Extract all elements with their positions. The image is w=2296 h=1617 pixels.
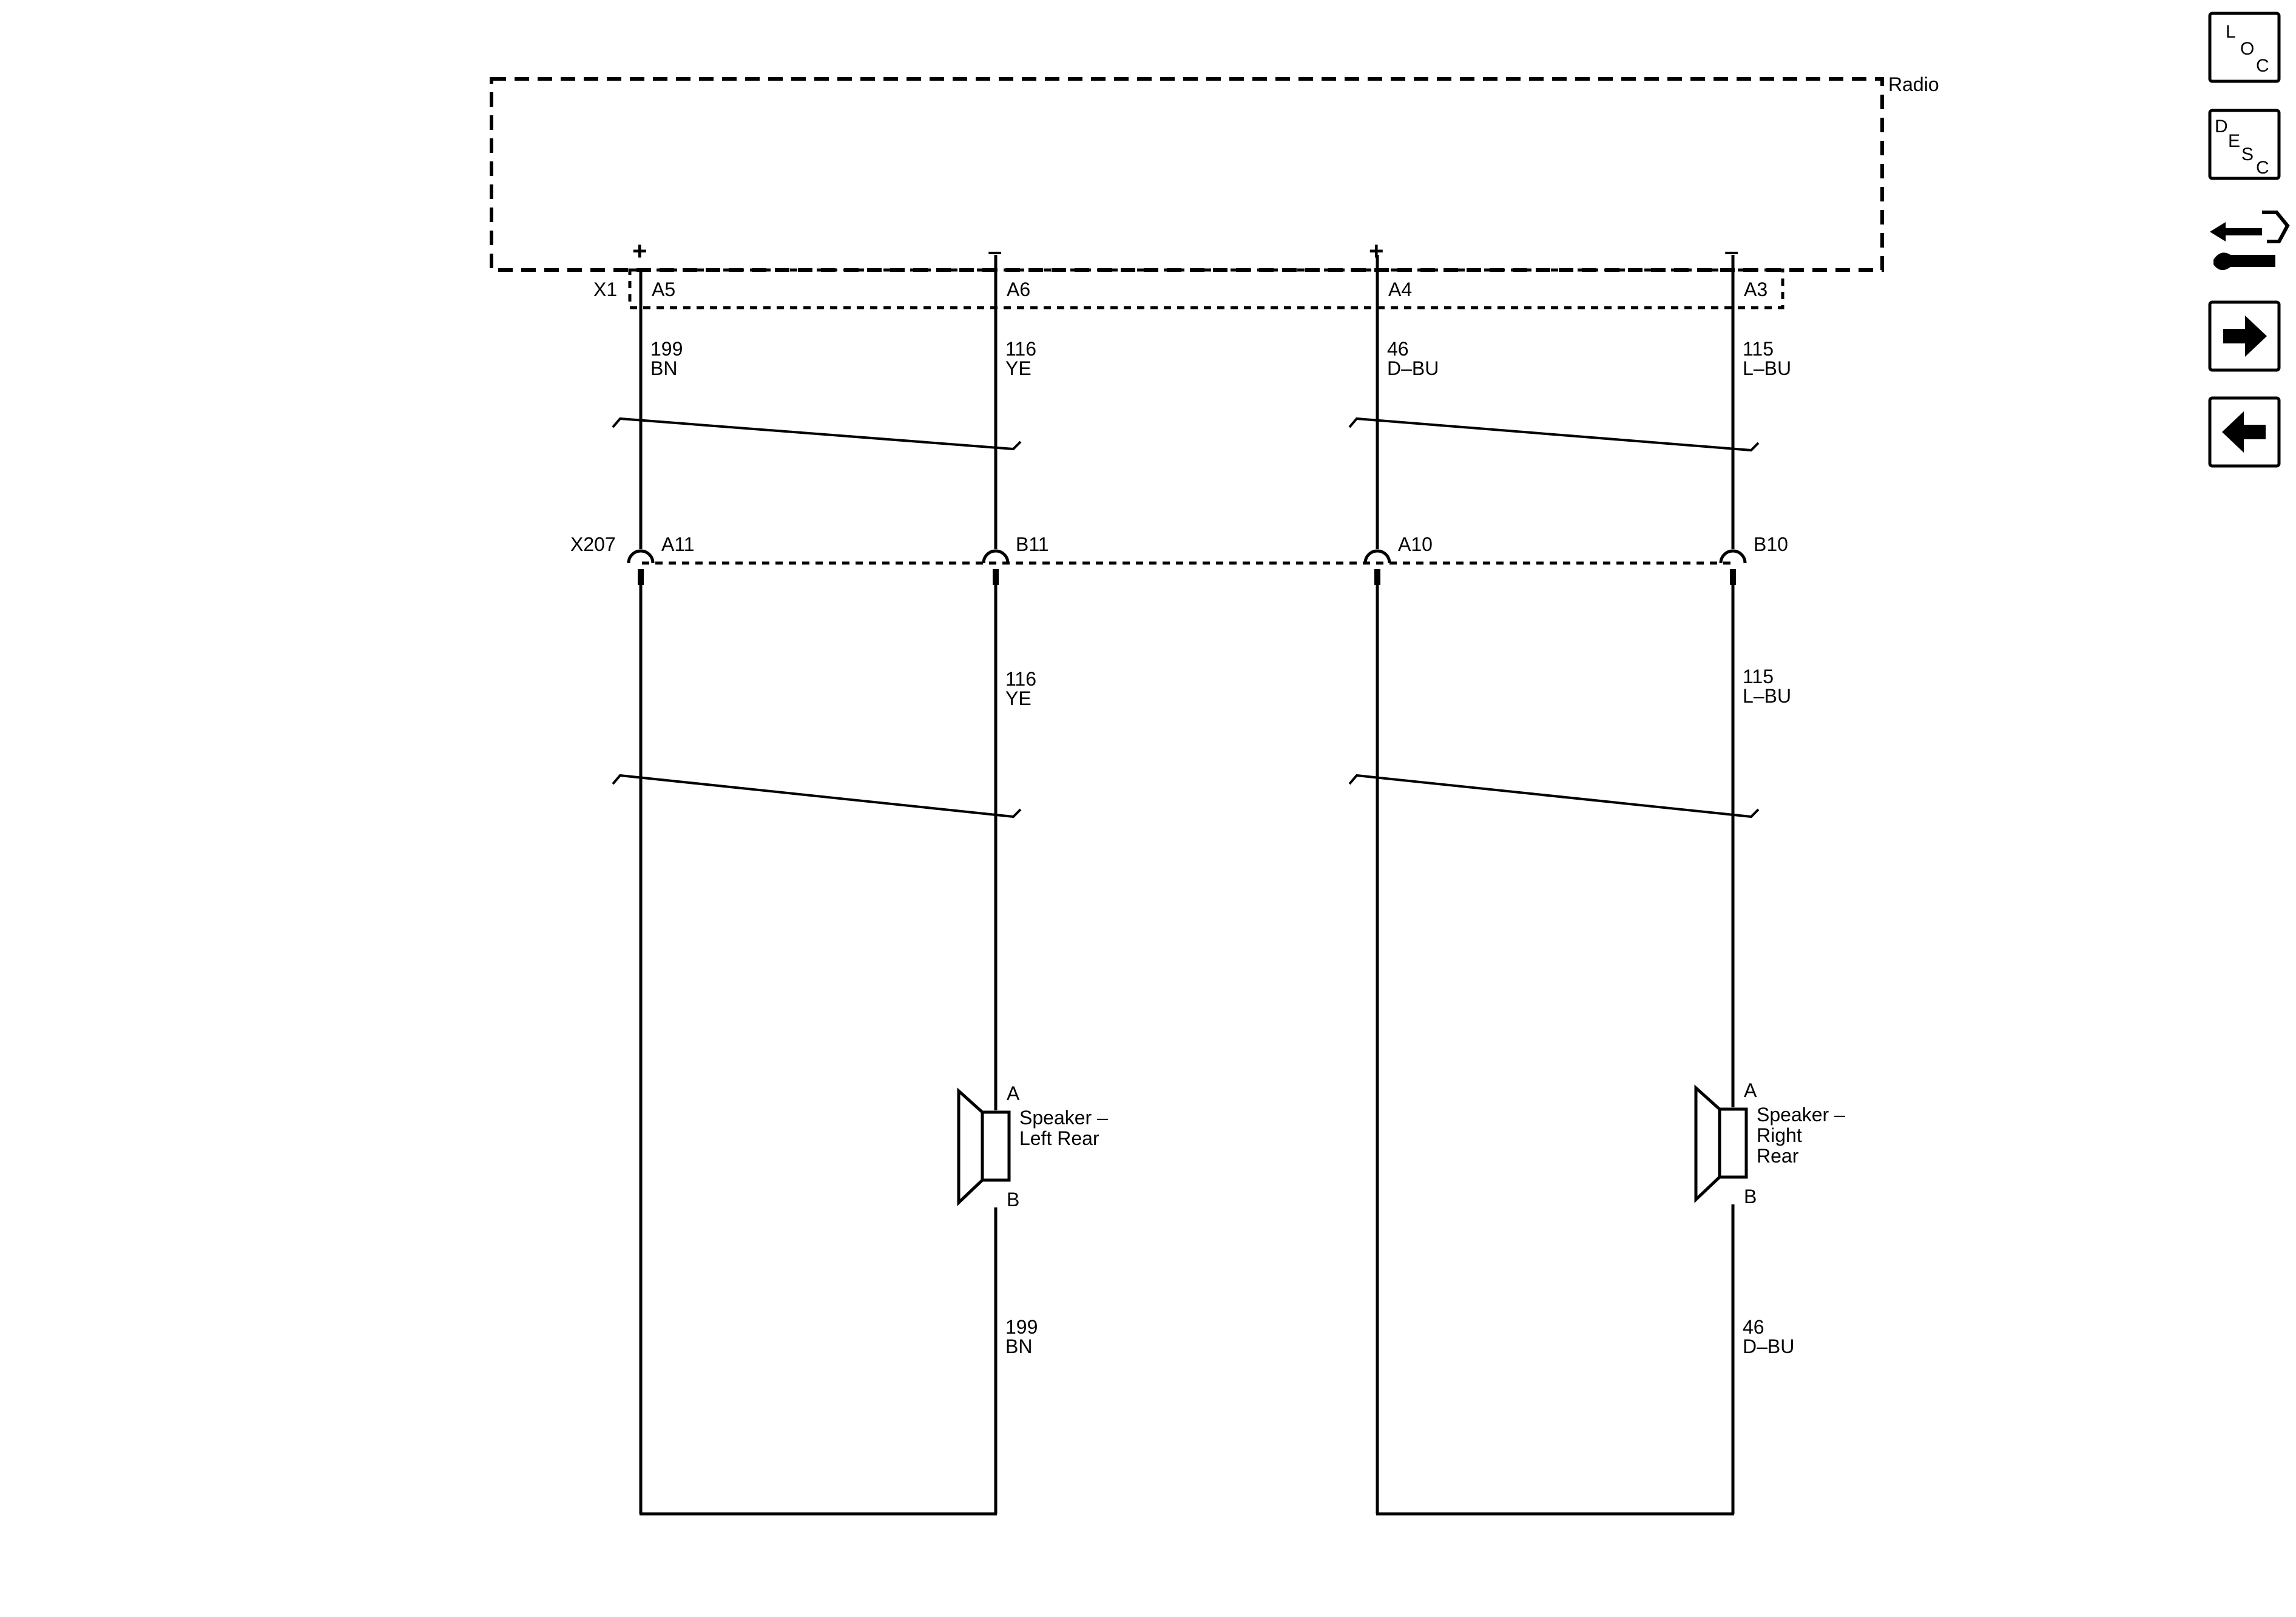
speaker-right-name-line1: Speaker – bbox=[1757, 1104, 1845, 1126]
left-minus-wire bbox=[982, 255, 1010, 1514]
color-bn-lower-label: BN bbox=[1005, 1335, 1032, 1357]
speaker-left-name-line1: Speaker – bbox=[1019, 1107, 1108, 1129]
radio-module-box bbox=[490, 77, 1884, 272]
right-minus-polarity: – bbox=[1724, 237, 1738, 265]
color-ye-label: YE bbox=[1005, 357, 1032, 379]
loc-letter-o: O bbox=[2240, 39, 2254, 59]
pin-a4-label: A4 bbox=[1388, 279, 1412, 300]
right-plus-wire bbox=[1363, 255, 1391, 1514]
next-button[interactable] bbox=[2208, 300, 2281, 372]
circuit-115-label: 115 bbox=[1743, 338, 1774, 360]
color-lbu-mid-label: L–BU bbox=[1743, 685, 1791, 707]
color-dbu-label: D–BU bbox=[1387, 357, 1439, 379]
right-plus-polarity: + bbox=[1369, 237, 1384, 265]
x207-connector-label: X207 bbox=[570, 533, 616, 555]
pin-a10-label: A10 bbox=[1398, 533, 1433, 555]
speaker-left-pin-b: B bbox=[1007, 1189, 1019, 1210]
connector-tool-button[interactable] bbox=[2210, 211, 2290, 271]
desc-letter-d: D bbox=[2215, 116, 2228, 137]
color-lbu-label: L–BU bbox=[1743, 357, 1791, 379]
speaker-right-pin-b: B bbox=[1744, 1186, 1757, 1207]
pin-a5-label: A5 bbox=[652, 279, 675, 300]
pin-b11-label: B11 bbox=[1016, 533, 1049, 555]
x1-connector-label: X1 bbox=[593, 279, 617, 300]
desc-letter-e: E bbox=[2228, 131, 2240, 151]
left-plus-polarity: + bbox=[632, 237, 647, 265]
circuit-115-mid-label: 115 bbox=[1743, 666, 1774, 687]
speaker-left-pin-a: A bbox=[1007, 1082, 1020, 1104]
loc-button[interactable]: L O C bbox=[2208, 12, 2281, 83]
connector-wrench-icon bbox=[2210, 211, 2290, 271]
radio-module-label: Radio bbox=[1888, 73, 1939, 95]
color-dbu-lower-label: D–BU bbox=[1743, 1335, 1794, 1357]
desc-letter-c: C bbox=[2256, 158, 2269, 178]
circuit-46-label: 46 bbox=[1387, 338, 1409, 360]
right-twist-upper bbox=[1348, 417, 1760, 452]
pin-b10-label: B10 bbox=[1754, 533, 1788, 555]
circuit-116-label: 116 bbox=[1005, 338, 1036, 360]
loc-letter-c: C bbox=[2256, 56, 2269, 76]
left-twist-upper bbox=[612, 417, 1022, 451]
loc-letter-l: L bbox=[2226, 22, 2236, 42]
left-minus-polarity: – bbox=[988, 237, 1002, 265]
circuit-199-label: 199 bbox=[650, 338, 683, 360]
right-twist-lower bbox=[1348, 774, 1760, 819]
speaker-left-name-line2: Left Rear bbox=[1019, 1127, 1099, 1149]
arrow-left-icon bbox=[2222, 411, 2266, 453]
circuit-46-lower-label: 46 bbox=[1743, 1316, 1764, 1338]
pin-a6-label: A6 bbox=[1007, 279, 1030, 300]
color-bn-label: BN bbox=[650, 357, 677, 379]
pin-a3-label: A3 bbox=[1744, 279, 1768, 300]
desc-letter-s: S bbox=[2241, 144, 2254, 164]
prev-button[interactable] bbox=[2208, 396, 2281, 468]
color-ye-mid-label: YE bbox=[1005, 687, 1032, 709]
desc-button[interactable]: D E S C bbox=[2208, 109, 2281, 180]
arrow-right-icon bbox=[2223, 316, 2267, 357]
circuit-116-mid-label: 116 bbox=[1005, 668, 1036, 690]
speaker-right-rear bbox=[1694, 1084, 1748, 1203]
left-plus-wire bbox=[627, 270, 655, 1514]
pin-a11-label: A11 bbox=[661, 533, 695, 555]
left-twist-lower bbox=[612, 774, 1022, 819]
speaker-right-name-line3: Rear bbox=[1757, 1145, 1799, 1167]
speaker-right-pin-a: A bbox=[1744, 1079, 1757, 1101]
speaker-right-name-line2: Right bbox=[1757, 1124, 1802, 1146]
right-minus-wire bbox=[1719, 255, 1747, 1514]
x1-connector-box bbox=[628, 268, 1784, 309]
speaker-left-rear bbox=[957, 1087, 1011, 1206]
circuit-199-lower-label: 199 bbox=[1005, 1316, 1038, 1338]
